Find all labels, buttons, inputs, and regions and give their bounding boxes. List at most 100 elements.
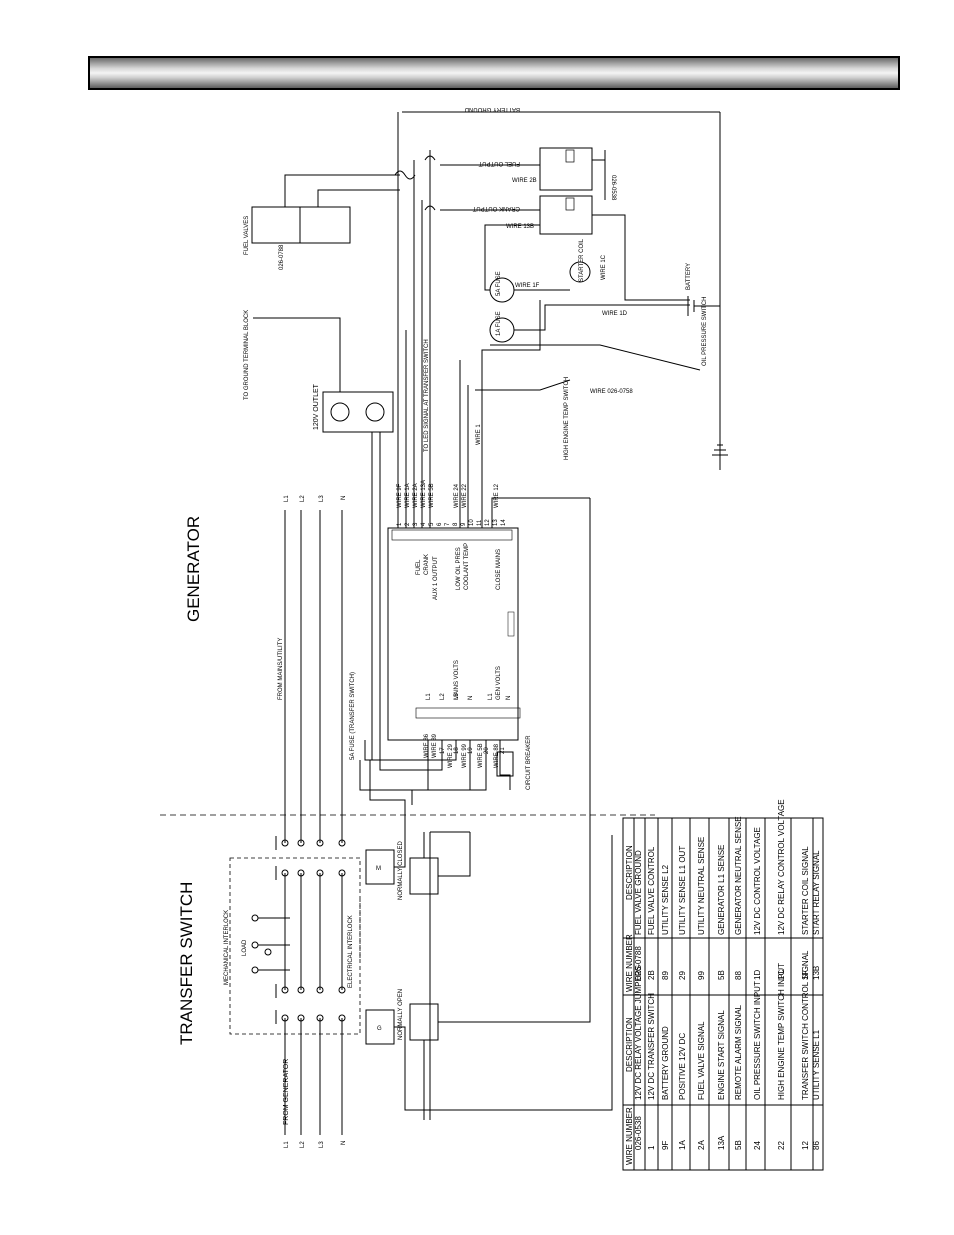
label-l3-top: L3 [319, 495, 325, 502]
table-cell: 88 [734, 971, 743, 980]
wire-label: WIRE 13A [421, 480, 427, 508]
table-cell: 026-0538 [634, 1116, 643, 1150]
transfer-switch: G M FROM GENERATOR MECHANICAL INTERLOCK … [224, 495, 613, 1148]
label-battery: BATTERY [686, 263, 692, 290]
table-cell: 12V DC TRANSFER SWITCH [647, 993, 656, 1100]
term-gen-volts: GEN VOLTS [496, 666, 502, 700]
table-cell: UTILITY SENSE L1 OUT [678, 846, 687, 935]
table-cell: STARTER COIL SIGNAL [801, 846, 810, 935]
fuel-valves: FUEL VALVES 026-0788 [244, 174, 400, 270]
table-cell: BATTERY GROUND [661, 1026, 670, 1100]
wire-label: WIRE 9F [397, 483, 403, 508]
title-generator: GENERATOR [184, 516, 203, 622]
label-mechanical-interlock: MECHANICAL INTERLOCK [224, 910, 230, 985]
table-cell: START RELAY SIGNAL [812, 850, 821, 935]
label-fuse-5a: 5A FUSE [496, 271, 502, 296]
terminals-left: 17 18 19 20 21 [440, 747, 506, 754]
table-cell: 12V DC RELAY CONTROL VOLTAGE [777, 799, 786, 935]
table-cell: 1 [647, 1145, 656, 1150]
label-wire-1f: WIRE 1F [515, 283, 540, 289]
term-close-mains: CLOSE MAINS [496, 549, 502, 590]
label-wire-0260758: WIRE 026-0758 [590, 389, 633, 395]
coil-m-label: M [376, 866, 381, 872]
table-cell: 13B [812, 966, 821, 980]
terminal-number: 5 [429, 522, 435, 526]
terminal-number: 21 [500, 747, 506, 754]
label-crank-output: CRANK OUTPUT [472, 205, 520, 211]
label-wire-1c: WIRE 1C [601, 254, 607, 280]
label-oil-pressure: OIL PRESSURE SWITCH [702, 297, 708, 366]
terminal-number: 6 [437, 522, 443, 526]
table-cell: ENGINE START SIGNAL [717, 1010, 726, 1100]
label-l1-bottom: L1 [284, 1141, 290, 1148]
table-cell: 22 [777, 1141, 786, 1150]
table-cell: GENERATOR L1 SENSE [717, 845, 726, 935]
label-fuel-output: FUEL OUTPUT [478, 160, 520, 166]
terminal-number: 14 [501, 519, 507, 526]
label-relay-id: 026-0538 [610, 175, 616, 201]
table-cell: 9F [661, 1141, 670, 1150]
wire-label: WIRE 1A [405, 483, 411, 508]
table-cell: FUEL VALVE GROUND [634, 850, 643, 935]
terminal-number: 20 [484, 747, 490, 754]
label-n-bottom: N [341, 1141, 347, 1145]
table-cell: 13A [717, 1135, 726, 1150]
label-ctrl-n: N [468, 696, 474, 700]
table-cell: UTILITY SENSE L1 [812, 1029, 821, 1100]
table-cell: 5B [734, 1140, 743, 1150]
label-high-temp: HIGH ENGINE TEMP SWITCH [564, 377, 570, 460]
table-cell: 12V DC RELAY VOLTAGE JUMPERS [634, 965, 643, 1100]
table-cell: FUEL VALVE CONTROL [647, 846, 656, 935]
table-cell: HIGH ENGINE TEMP SWITCH INPUT [777, 963, 786, 1100]
relay-section: BATTERY GROUND FUEL OUTPUT CRANK OUTPUT … [394, 106, 728, 470]
table-cell: 86 [812, 1141, 821, 1150]
wire-label: WIRE 24 [454, 483, 460, 508]
wire-label: WIRE 5B [429, 483, 435, 508]
term-aux: AUX 1 OUTPUT [433, 556, 439, 600]
label-n-top: N [341, 496, 347, 500]
table-rows: 026-0538 12V DC RELAY VOLTAGE JUMPERS026-… [634, 799, 821, 1150]
terminal-number: 9 [461, 522, 467, 526]
table-cell: 1F [801, 971, 810, 980]
wire-table: WIRE NUMBER DESCRIPTION WIRE NUMBER DESC… [622, 817, 824, 1171]
terminal-number: 19 [468, 747, 474, 754]
terminal-number: 10 [469, 519, 475, 526]
table-cell: 99 [697, 971, 706, 980]
terminal-number: 13 [493, 519, 499, 526]
label-wire-2b: WIRE 2B [512, 178, 537, 184]
table-cell: 12 [801, 1141, 810, 1150]
table-header: WIRE NUMBER [625, 934, 634, 992]
table-cell: 026-0788 [634, 946, 643, 980]
table-cell: 89 [661, 971, 670, 980]
wire-label: WIRE 5B [478, 743, 484, 768]
term-low-oil: LOW OIL PRES [456, 547, 462, 590]
label-to-ground: TO GROUND TERMINAL BLOCK [244, 310, 250, 400]
header-bar [88, 56, 900, 90]
terminal-number: 8 [453, 522, 459, 526]
label-wire-1: WIRE 1 [476, 424, 482, 445]
table-cell: UTILITY SENSE L2 [661, 864, 670, 935]
wire-label: WIRE 89 [432, 733, 438, 758]
wire-label: WIRE 12 [494, 483, 500, 508]
table-cell: 1D [753, 970, 762, 980]
label-fuse-1a: 1A FUSE [496, 311, 502, 336]
table-cell: 5B [717, 970, 726, 980]
wire-label: WIRE 99 [462, 743, 468, 768]
label-120v-outlet: 120V OUTLET [313, 383, 320, 430]
label-from-mains: FROM MAINS/UTILITY [278, 638, 284, 700]
term-fuel: FUEL [416, 559, 422, 575]
controller: FUEL CRANK AUX 1 OUTPUT LOW OIL PRES COO… [350, 112, 590, 805]
table-cell: GENERATOR NEUTRAL SENSE [734, 816, 743, 935]
terminal-number: 18 [454, 747, 460, 754]
label-fuse-transfer: 5A FUSE (TRANSFER SWITCH) [350, 672, 356, 760]
table-header: DESCRIPTION [625, 845, 634, 900]
table-cell: 12V DC CONTROL VOLTAGE [753, 827, 762, 935]
label-battery-ground: BATTERY GROUND [464, 106, 520, 112]
label-ctrl-nb: N [506, 696, 512, 700]
label-normally-open: NORMALLY OPEN [398, 989, 404, 1040]
term-crank: CRANK [424, 554, 430, 575]
label-wire-1d: WIRE 1D [602, 311, 628, 317]
label-circuit-breaker: CIRCUIT BREAKER [526, 735, 532, 790]
label-l3-bottom: L3 [319, 1141, 325, 1148]
